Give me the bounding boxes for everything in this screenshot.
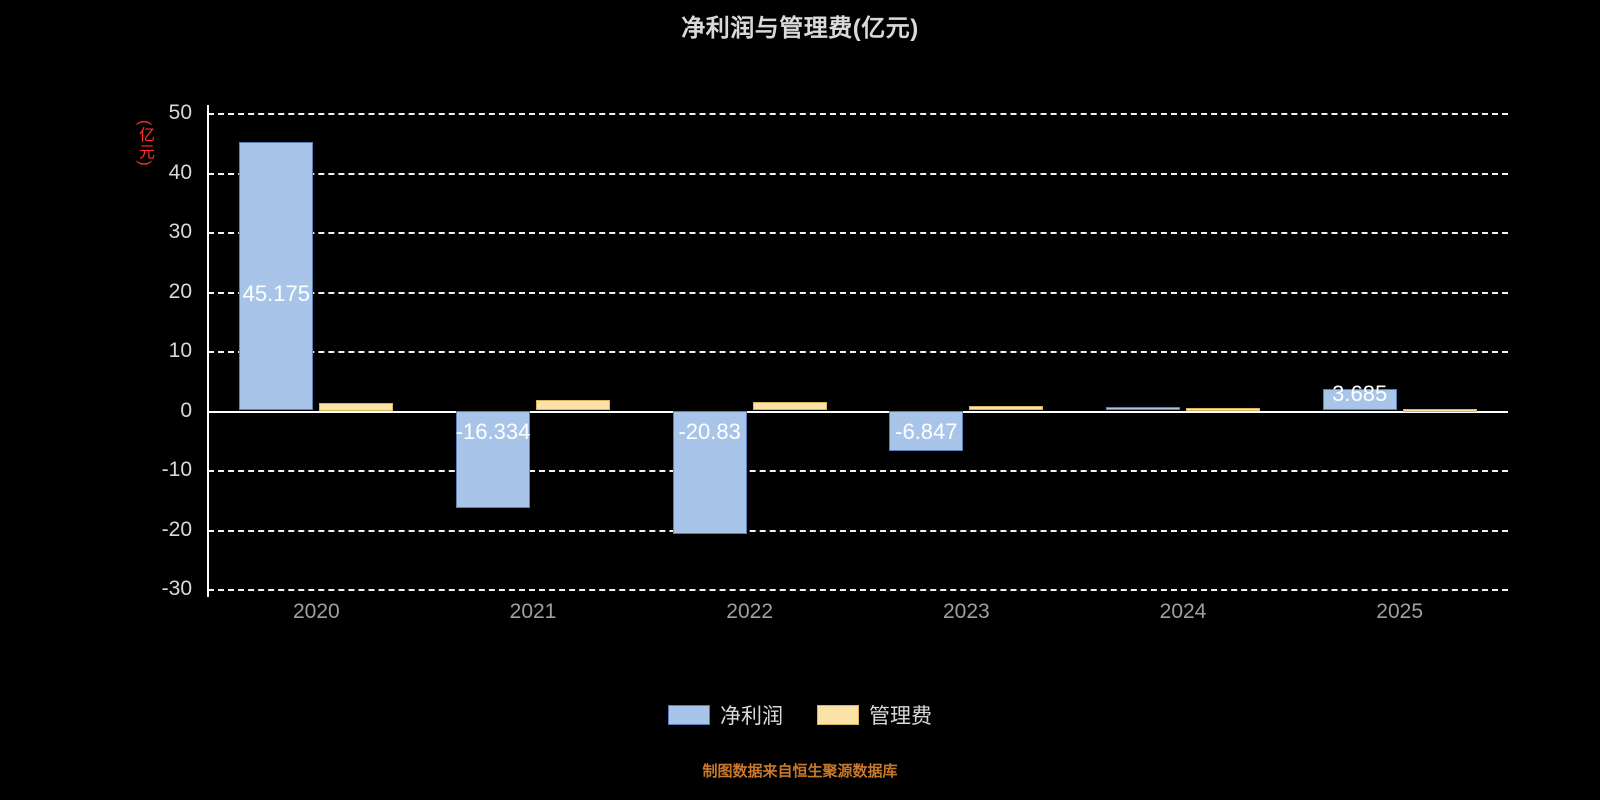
y-axis-title: (亿元): [136, 120, 153, 167]
bar-expense-2020[interactable]: [319, 403, 394, 411]
y-tick-label: 30: [168, 220, 192, 243]
gridline: [208, 470, 1508, 472]
x-tick-label: 2024: [1159, 600, 1207, 623]
y-tick-label: 40: [168, 160, 192, 184]
bar-profit-2020[interactable]: [239, 141, 314, 411]
bar-value-label: -16.334: [455, 418, 531, 444]
x-tick-label: 2022: [726, 600, 774, 623]
bar-value-label: -6.847: [895, 418, 958, 444]
plot-area: 45.175 -16.334 -20.83 -6.847 3.685: [208, 113, 1508, 591]
legend-label-expense: 管理费: [869, 705, 932, 728]
zero-line: [208, 410, 1508, 413]
footnote-text: 制图数据来自恒生聚源数据库: [702, 763, 898, 780]
y-tick-label: -20: [161, 517, 192, 541]
bar-profit-2023[interactable]: [889, 410, 964, 452]
chart-legend: 净利润 管理费: [0, 700, 1600, 730]
x-axis-ticks: 2020 2021 2022 2023 2024 2025: [208, 600, 1508, 630]
bar-value-label: 45.175: [242, 280, 310, 306]
bar-value-label: 3.685: [1332, 380, 1388, 406]
y-tick-label: -10: [161, 458, 192, 481]
gridline: [208, 529, 1508, 532]
legend-label-profit: 净利润: [720, 705, 783, 728]
gridline: [208, 172, 1508, 175]
legend-swatch-expense: [817, 705, 859, 725]
bar-expense-2021[interactable]: [536, 400, 610, 411]
legend-item-expense[interactable]: 管理费: [817, 700, 932, 730]
bar-value-label: -20.83: [678, 418, 741, 444]
bar-profit-2021[interactable]: [456, 410, 530, 508]
bar-profit-2025[interactable]: [1322, 388, 1397, 411]
x-tick-label: 2021: [509, 600, 557, 623]
legend-swatch-profit: [668, 705, 710, 725]
bar-expense-2025[interactable]: [1402, 409, 1477, 412]
x-tick-label: 2020: [292, 600, 340, 623]
gridline: [208, 113, 1508, 115]
x-tick-label: 2025: [1376, 600, 1424, 623]
page-title: 净利润与管理费(亿元): [681, 15, 919, 42]
bar-expense-2023[interactable]: [969, 406, 1044, 411]
bar-profit-2022[interactable]: [672, 410, 747, 535]
bar-expense-2024[interactable]: [1186, 408, 1260, 411]
gridline: [208, 351, 1508, 353]
y-tick-label: 10: [168, 339, 192, 362]
y-axis-ticks: 50 40 30 20 10 0 -10 -20 -30: [120, 101, 192, 600]
bar-profit-2024[interactable]: [1106, 406, 1180, 411]
gridline: [208, 589, 1508, 591]
x-tick-label: 2023: [942, 600, 990, 623]
gridline: [208, 232, 1508, 234]
y-tick-label: -30: [161, 577, 192, 600]
gridline: [208, 291, 1508, 294]
y-tick-label: 0: [180, 398, 192, 422]
legend-item-profit[interactable]: 净利润: [668, 700, 783, 730]
footnote: 制图数据来自恒生聚源数据库: [0, 760, 1600, 781]
y-tick-label: 50: [168, 101, 192, 124]
y-tick-label: 20: [168, 279, 192, 303]
bar-expense-2022[interactable]: [752, 402, 827, 411]
